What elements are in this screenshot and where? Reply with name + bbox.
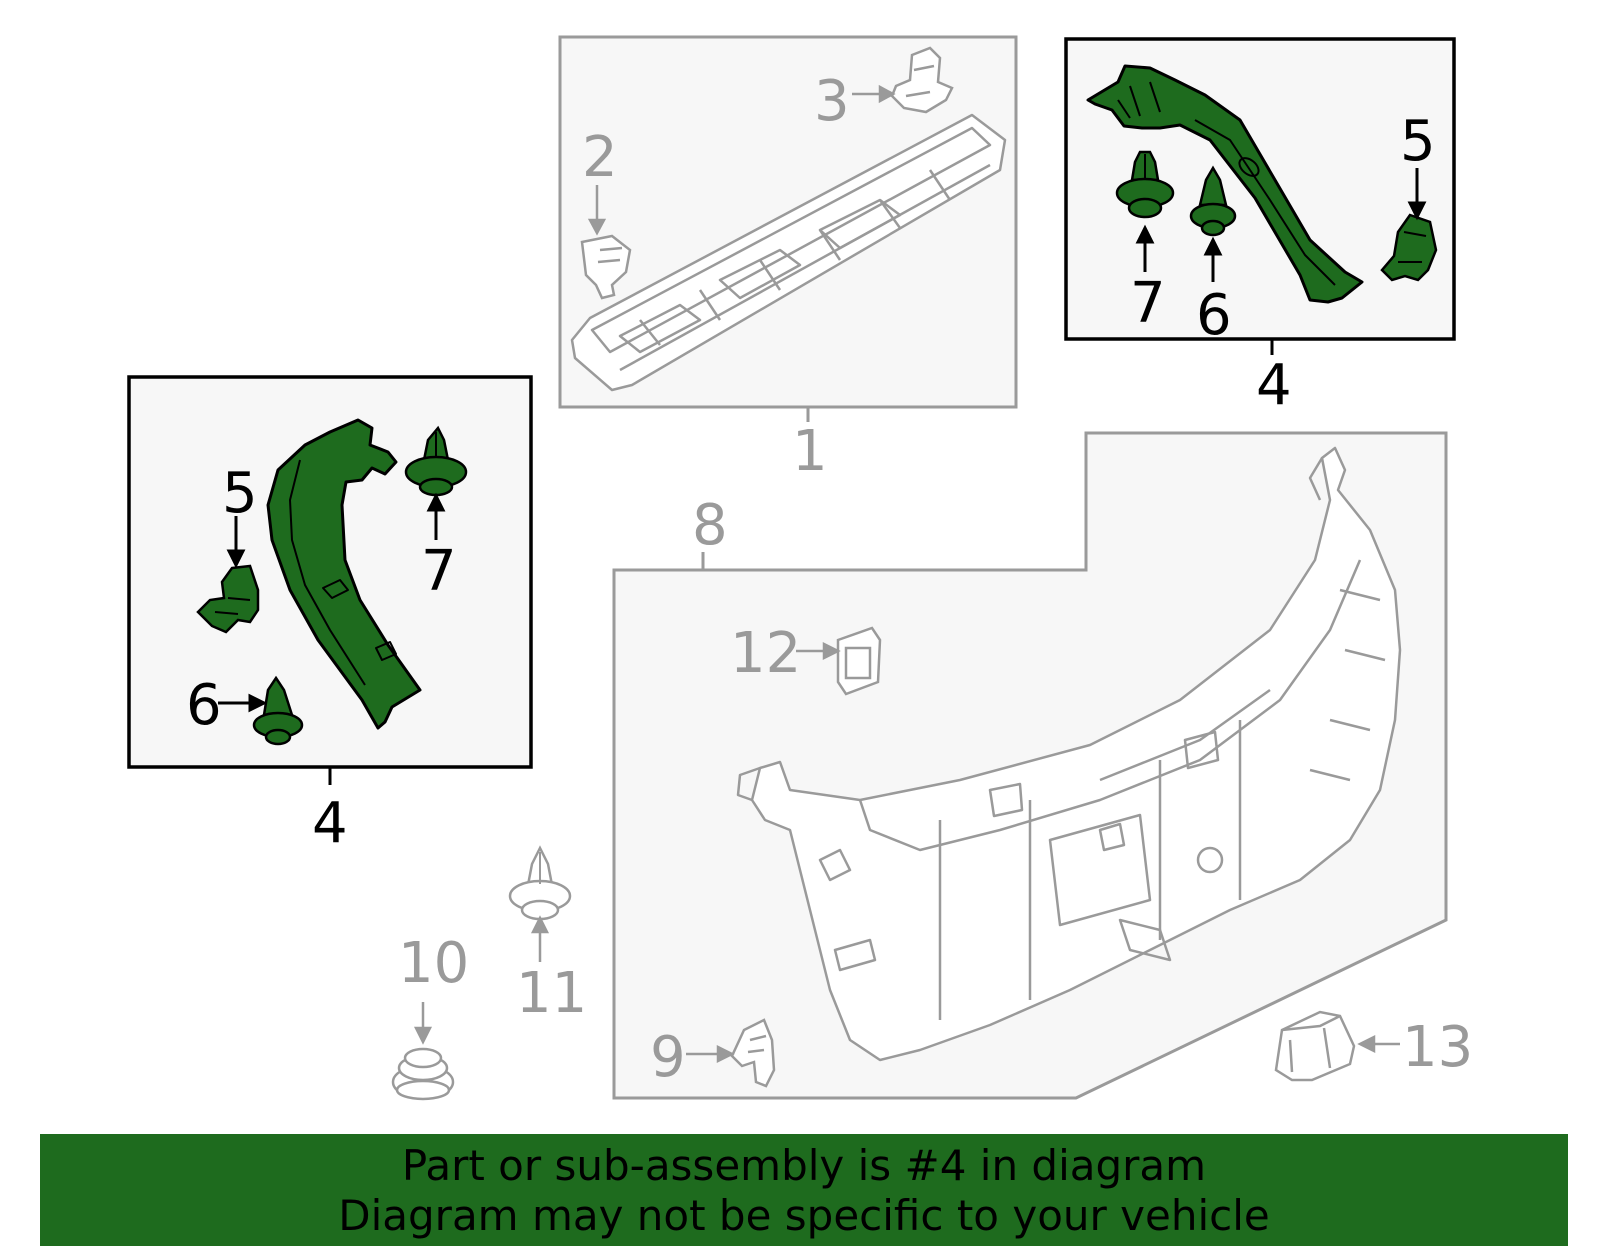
clip-part-11 bbox=[508, 845, 572, 921]
callout-11: 11 bbox=[516, 961, 587, 1026]
callout-13: 13 bbox=[1402, 1015, 1473, 1080]
arrow-10 bbox=[413, 1002, 433, 1045]
clip-part-9 bbox=[730, 1018, 776, 1088]
part-8-arrows bbox=[686, 641, 841, 1064]
fastener-5-right bbox=[1380, 213, 1438, 282]
callout-2: 2 bbox=[582, 125, 618, 190]
banner-line-2: Diagram may not be specific to your vehi… bbox=[338, 1191, 1270, 1240]
part-4-left-box: 5 7 6 4 bbox=[127, 375, 533, 856]
clip-part-2 bbox=[580, 234, 632, 300]
callout-10: 10 bbox=[398, 931, 469, 996]
fastener-5-left bbox=[196, 564, 260, 634]
callout-7-left: 7 bbox=[421, 539, 457, 604]
part-4-right-arrows bbox=[1135, 168, 1427, 282]
part-1-arrows bbox=[587, 84, 896, 236]
pillar-trim-left bbox=[266, 418, 422, 730]
arrow-11 bbox=[530, 915, 550, 962]
liftgate-trim-panel bbox=[736, 446, 1402, 1062]
callout-4-right: 4 bbox=[1256, 353, 1292, 418]
callout-5-right: 5 bbox=[1400, 109, 1436, 174]
fastener-6-left bbox=[252, 675, 304, 746]
arrow-13 bbox=[1357, 1034, 1400, 1054]
part-4-right-box: 7 6 5 4 bbox=[1064, 37, 1456, 418]
callout-4-left: 4 bbox=[312, 791, 348, 856]
clip-part-12 bbox=[836, 626, 882, 696]
banner-line-1: Part or sub-assembly is #4 in diagram bbox=[401, 1141, 1207, 1190]
grommet-part-10 bbox=[391, 1047, 455, 1101]
notice-banner: Part or sub-assembly is #4 in diagram Di… bbox=[40, 1134, 1568, 1246]
fastener-7-right bbox=[1115, 150, 1175, 219]
part-8-box: 8 bbox=[612, 431, 1448, 1100]
part-4-left-arrows bbox=[218, 492, 446, 713]
sill-plate-part bbox=[570, 113, 1007, 392]
pillar-trim-right bbox=[1086, 64, 1364, 304]
callout-6-left: 6 bbox=[186, 673, 222, 738]
cap-part-13 bbox=[1274, 1010, 1356, 1082]
callout-8: 8 bbox=[692, 493, 728, 558]
clip-part-3 bbox=[890, 46, 954, 114]
callout-5-left: 5 bbox=[222, 461, 258, 526]
callout-9: 9 bbox=[650, 1025, 686, 1090]
fastener-6-right bbox=[1189, 165, 1237, 237]
callout-3: 3 bbox=[814, 69, 850, 134]
callout-7-right: 7 bbox=[1130, 271, 1166, 336]
callout-1: 1 bbox=[792, 419, 828, 484]
part-1-box: 2 3 1 bbox=[558, 35, 1018, 484]
callout-6-right: 6 bbox=[1196, 283, 1232, 348]
callout-12: 12 bbox=[730, 621, 801, 686]
fastener-7-left bbox=[404, 425, 468, 497]
